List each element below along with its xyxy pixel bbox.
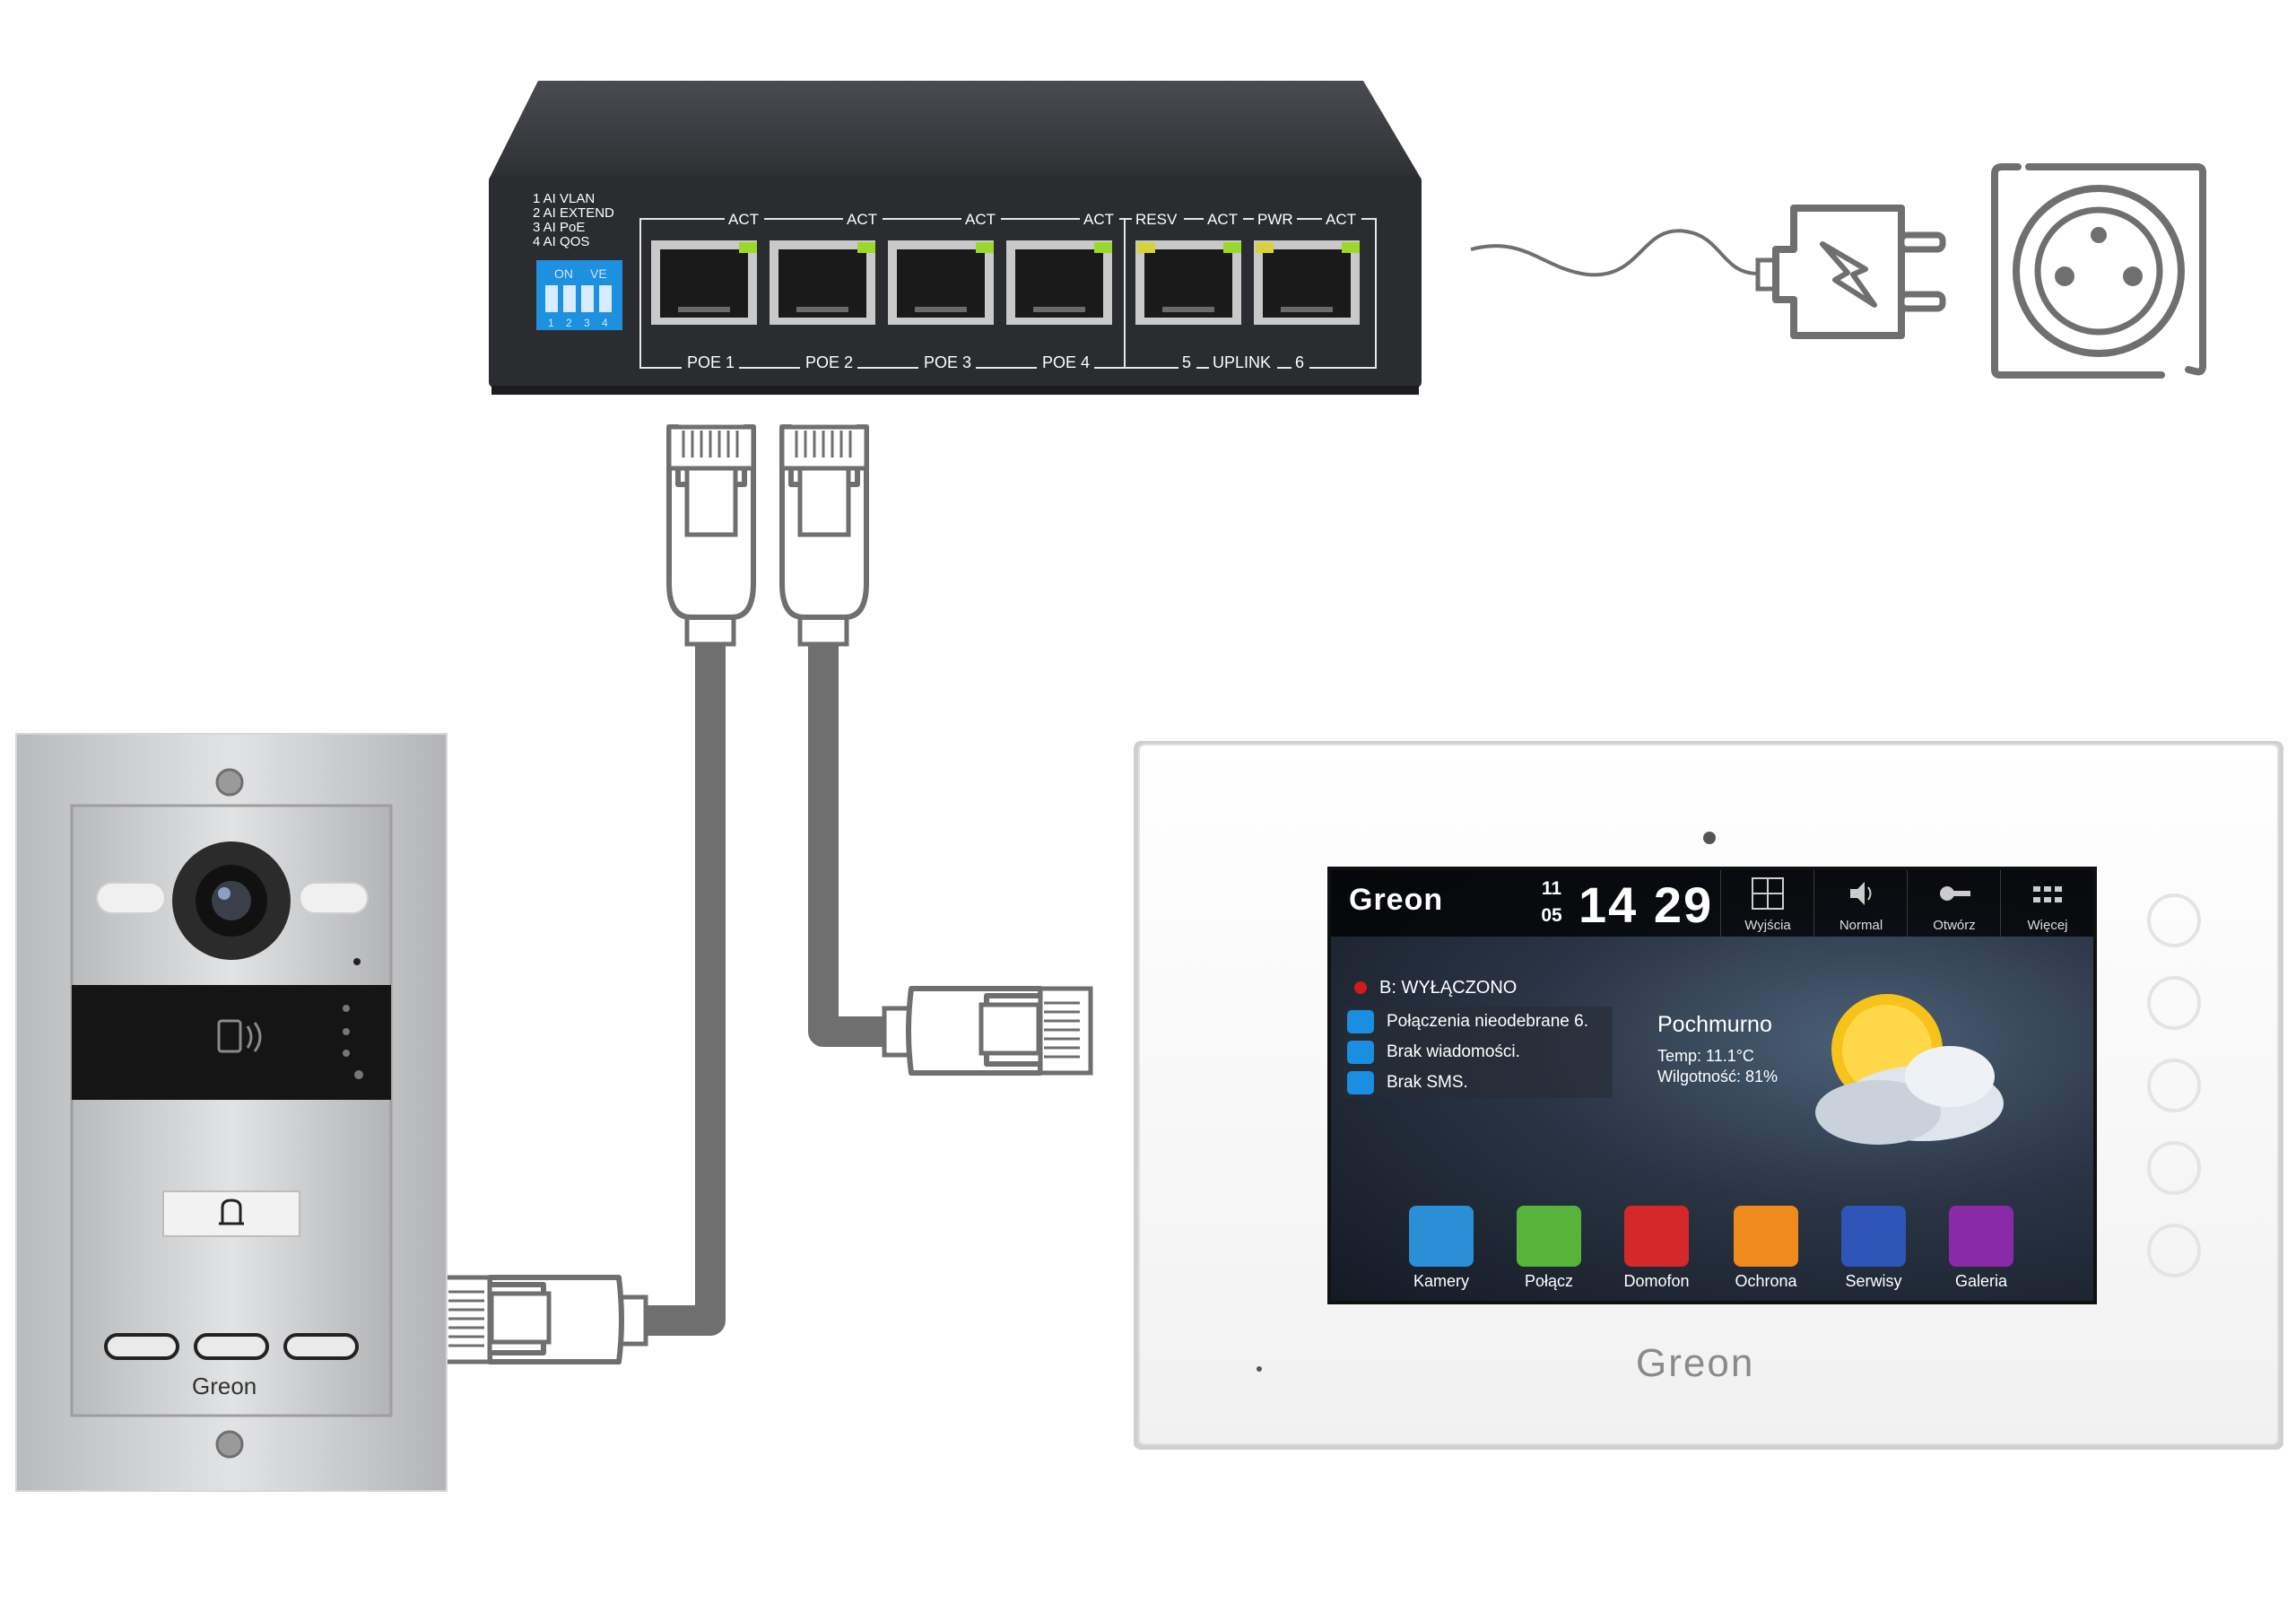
wall-socket-icon [1991, 163, 2206, 379]
port-bottom-label-6: 6 [1295, 353, 1304, 371]
screen-time: 14 29 [1578, 876, 1714, 933]
globe-icon [1841, 1206, 1906, 1267]
app-gallery[interactable]: Galeria [1925, 1206, 2023, 1295]
rj45-connector-door [437, 1275, 648, 1364]
port-bottom-label-5: 5 [1182, 353, 1191, 371]
side-button-end[interactable] [2147, 976, 2201, 1030]
quick-button-outputs[interactable]: Wyjścia [1720, 870, 1814, 937]
poe-switch: 1 AI VLAN 2 AI EXTEND 3 AI PoE 4 AI QOS … [489, 81, 1422, 395]
quick-button-normal[interactable]: Normal [1813, 870, 1908, 937]
status-dot-icon [1354, 981, 1367, 994]
port-top-label-6: ACT [1207, 211, 1238, 228]
dip-on-label: ON [554, 266, 573, 281]
date-month: 05 [1541, 905, 1562, 926]
dip-ve-label: VE [590, 266, 607, 281]
port-top-label-2: ACT [847, 211, 877, 228]
alarm-status: B: WYŁĄCZONO [1354, 978, 1517, 998]
ethernet-port-4[interactable] [1006, 240, 1112, 325]
bell-button[interactable] [162, 1190, 300, 1237]
side-button-volume[interactable] [2147, 894, 2201, 947]
ethernet-port-6[interactable] [1254, 240, 1360, 325]
cable-label-left: U/UTP Cat. 5e [691, 897, 725, 1094]
more-icon [2033, 886, 2062, 902]
app-services[interactable]: Serwisy [1817, 1206, 1916, 1295]
port-top-label-7: PWR [1257, 211, 1293, 228]
power-cord [1470, 229, 1779, 292]
speaker-icon [1850, 882, 1872, 905]
shield-icon [1734, 1206, 1798, 1267]
screen-date: 11 05 [1532, 876, 1571, 929]
phone-icon [1347, 1010, 1374, 1033]
gallery-icon [1949, 1206, 2013, 1267]
quick-button-open[interactable]: Otwórz [1907, 870, 2001, 937]
notifications-panel: Połączenia nieodebrane 6. Brak wiadomośc… [1344, 1007, 1613, 1098]
cable-label-right: U/UTP Cat. 5e [807, 746, 841, 944]
weather-widget: Pochmurno Temp: 11.1°C Wilgotność: 81% [1657, 1012, 1778, 1086]
quick-button-more[interactable]: Więcej [2000, 870, 2093, 937]
date-day: 11 [1541, 878, 1562, 899]
rj45-connector-left-top [666, 424, 756, 620]
cable-to-door-station [646, 615, 736, 1336]
weather-sun-cloud-icon [1815, 994, 2004, 1145]
chat-icon [1347, 1041, 1374, 1064]
screen-topbar: Greon 11 05 14 29 Wyjścia Normal Otwórz … [1331, 870, 2093, 937]
app-call[interactable]: Połącz [1492, 1206, 1591, 1295]
intercom-icon [1624, 1206, 1689, 1267]
app-security[interactable]: Ochrona [1709, 1206, 1808, 1295]
dip-num-2: 2 [566, 317, 572, 329]
dip-legend-2: 2 AI EXTEND [533, 205, 614, 221]
screen-logo: Greon [1349, 883, 1444, 917]
rfid-icon [217, 1019, 262, 1053]
port-bottom-label-uplink: UPLINK [1213, 353, 1271, 371]
ethernet-port-2[interactable] [770, 240, 875, 325]
port-top-label-1: ACT [728, 211, 759, 228]
dip-switch[interactable]: ON VE 1 2 3 4 [536, 260, 622, 330]
port-top-label-8: ACT [1326, 211, 1356, 228]
cable-to-monitor [797, 615, 888, 1047]
dip-num-1: 1 [548, 317, 554, 329]
ethernet-port-3[interactable] [888, 240, 994, 325]
app-intercom[interactable]: Domofon [1600, 1206, 1699, 1295]
side-button-unlock[interactable] [2147, 1224, 2201, 1277]
ethernet-port-5[interactable] [1135, 240, 1241, 325]
port-bottom-label-4: POE 4 [1042, 353, 1090, 371]
cctv-camera-icon [1409, 1206, 1474, 1267]
grid-icon [1752, 877, 1784, 910]
bell-icon [219, 1199, 244, 1225]
dip-num-3: 3 [584, 317, 590, 329]
side-button-monitor[interactable] [2147, 1141, 2201, 1195]
side-button-call[interactable] [2147, 1059, 2201, 1112]
dip-num-4: 4 [602, 317, 608, 329]
door-station: Greon [15, 733, 448, 1492]
door-station-brand: Greon [192, 1373, 257, 1399]
port-top-label-4: ACT [1083, 211, 1114, 228]
dip-legend-4: 4 AI QOS [533, 234, 589, 249]
camera-icon [172, 841, 291, 960]
ethernet-port-1[interactable] [651, 240, 757, 325]
key-icon [1940, 886, 1970, 901]
weather-condition: Pochmurno [1657, 1012, 1772, 1037]
monitor-screen: Greon 11 05 14 29 Wyjścia Normal Otwórz … [1331, 870, 2093, 1301]
rj45-connector-right-top [779, 424, 869, 620]
mail-icon [1347, 1071, 1374, 1094]
port-bottom-label-2: POE 2 [805, 353, 853, 371]
port-bottom-label-3: POE 3 [924, 353, 971, 371]
weather-temp: Temp: 11.1°C [1657, 1047, 1754, 1065]
monitor-brand: Greon [1636, 1341, 1754, 1385]
rj45-connector-monitor [882, 986, 1093, 1076]
port-top-label-3: ACT [965, 211, 996, 228]
dip-legend-3: 3 AI PoE [533, 220, 585, 235]
weather-humidity: Wilgotność: 81% [1657, 1068, 1779, 1085]
dip-legend-1: 1 AI VLAN [533, 191, 595, 206]
port-bottom-label-1: POE 1 [687, 353, 735, 371]
phone-icon [1517, 1206, 1581, 1267]
port-top-label-5: RESV [1135, 211, 1178, 228]
power-plug-icon [1772, 205, 1946, 339]
app-cameras[interactable]: Kamery [1385, 1206, 1483, 1295]
